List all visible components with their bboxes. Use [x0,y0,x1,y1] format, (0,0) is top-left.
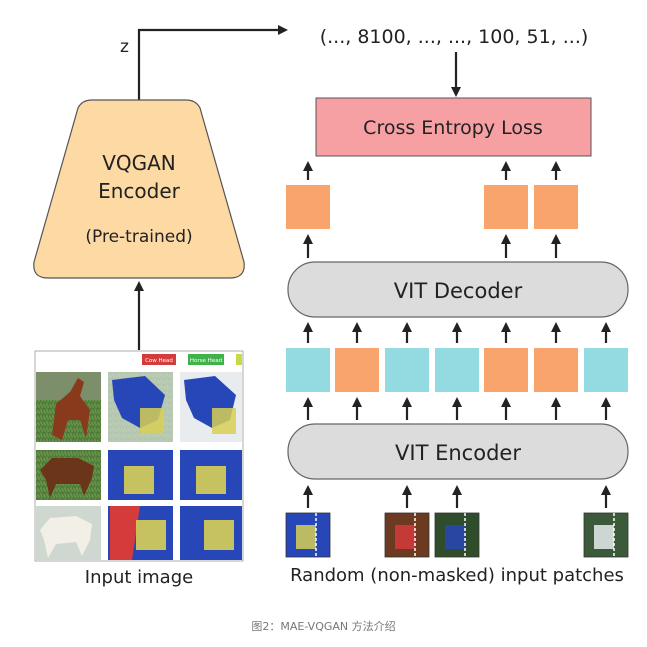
input-patch-detail [395,525,415,549]
grid-row-2 [36,450,242,500]
encoder-output-token [385,348,429,392]
encoder-output-token [335,348,379,392]
loss-input-arrows [303,161,561,180]
cross-entropy-loss-box [315,97,592,157]
encoder-output-token [435,348,479,392]
horse-head-label: Horse Head [190,358,222,364]
z-label: z [120,37,129,57]
encoder-output-token [534,348,578,392]
input-patches-caption: Random (non-masked) input patches [290,565,624,586]
vqgan-encoder-pretrained: (Pre-trained) [85,227,192,247]
z-arrow [137,25,288,100]
decoder-output-tokens [286,185,578,229]
cow-head-label: Cow Head [145,358,173,364]
figure-caption: 图2：MAE-VQGAN 方法介绍 [251,620,396,633]
cross-entropy-loss-label: Cross Entropy Loss [363,117,543,139]
encoder-output-arrows [303,397,611,420]
input-patch-detail [296,525,316,549]
input-patch-detail [445,525,465,549]
output-token-sequence: (..., 8100, ..., ..., 100, 51, ...) [320,26,589,48]
input-image-grid: Cow Head Horse Head [34,350,244,562]
decoder-output-token [484,185,528,229]
vit-decoder-label: VIT Decoder [394,279,523,303]
input-image-caption: Input image [85,567,193,588]
encoder-output-token [484,348,528,392]
grid-row-1 [36,372,242,442]
grid-row-3 [36,506,242,560]
vqgan-encoder-block [33,99,245,279]
decoder-output-token [286,185,330,229]
token-to-decoder-arrows [303,322,611,343]
vit-encoder-label: VIT Encoder [395,441,521,465]
input-patches [285,512,629,558]
vqgan-encoder-line2: Encoder [98,179,181,203]
encoder-output-tokens [286,348,628,392]
cow-head-badge [142,354,176,365]
vqgan-encoder-line1: VQGAN [102,151,176,175]
decoder-output-arrows [303,234,561,258]
input-patch-detail [594,525,614,549]
decoder-output-token [534,185,578,229]
vit-decoder-block [287,261,629,318]
encoder-output-token [286,348,330,392]
patch-to-encoder-arrows [303,485,611,508]
horse-head-badge [188,354,224,365]
encoder-output-token [584,348,628,392]
vit-encoder-block [287,423,629,480]
